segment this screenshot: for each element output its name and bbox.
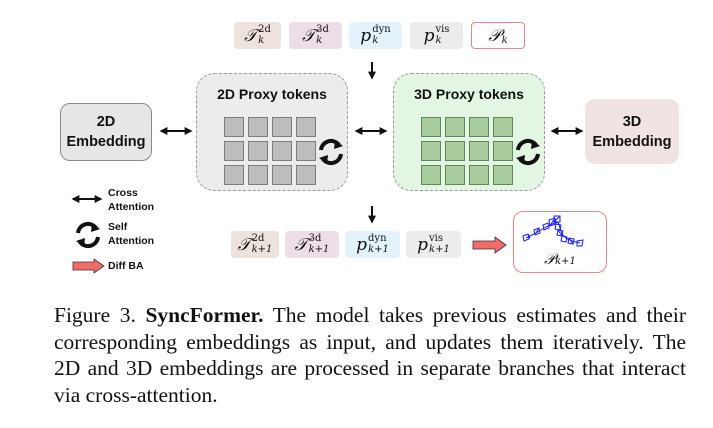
proxy-token xyxy=(421,165,441,185)
symbol: 𝒫 xyxy=(488,25,501,46)
proxy-3d-title: 3D Proxy tokens xyxy=(414,86,524,102)
proxy-token xyxy=(224,165,244,185)
proxy-token xyxy=(272,165,292,185)
proxy-2d-title: 2D Proxy tokens xyxy=(217,86,327,102)
proxy-token xyxy=(469,117,489,137)
superscript: vis xyxy=(435,24,450,35)
legend-cross-attention-arrow-icon xyxy=(71,195,103,203)
self-attention-icon xyxy=(516,138,540,166)
caption-body: The model takes previous estimates and t… xyxy=(54,303,686,407)
proxy-token xyxy=(248,141,268,161)
embedding-2d-box: 2D Embedding xyxy=(60,103,152,161)
superscript: dyn xyxy=(372,24,391,35)
proxy-token xyxy=(272,117,292,137)
input-down-arrow xyxy=(368,62,376,80)
proxy-token xyxy=(296,165,316,185)
subscript: k+1 xyxy=(368,244,389,255)
embedding-2d-line1: 2D xyxy=(96,114,116,130)
proxy-token xyxy=(469,141,489,161)
subscript: k+1 xyxy=(251,244,273,255)
proxy-token xyxy=(248,117,268,137)
legend-self-attention: Self Attention xyxy=(108,220,154,248)
subscript: k+1 xyxy=(308,244,330,255)
superscript: 2d xyxy=(251,233,265,244)
cross-attention-arrow-3d xyxy=(550,127,584,135)
cross-attention-arrow-center xyxy=(354,127,388,135)
proxy-3d-token-grid xyxy=(421,117,513,185)
symbol: 𝒫 xyxy=(544,250,555,268)
symbol: 𝒯 xyxy=(294,234,308,255)
symbol: p xyxy=(356,234,368,255)
proxy-token xyxy=(248,165,268,185)
subscript: k+1 xyxy=(555,256,576,267)
camera-trajectory-icon xyxy=(522,215,584,247)
superscript: 3d xyxy=(316,24,329,35)
proxy-token xyxy=(296,141,316,161)
proxy-token xyxy=(493,165,513,185)
self-attention-icon xyxy=(319,138,343,166)
embedding-3d-line2: Embedding xyxy=(592,133,672,150)
embedding-3d-box: 3D Embedding xyxy=(585,99,679,164)
proxy-token xyxy=(296,117,316,137)
superscript: dyn xyxy=(368,233,387,244)
proxy-token xyxy=(445,117,465,137)
subscript: k xyxy=(316,35,323,46)
caption-title: SyncFormer. xyxy=(145,303,264,327)
proxy-token xyxy=(469,165,489,185)
legend-cross-line1: Cross xyxy=(108,187,138,199)
proxy-token xyxy=(272,141,292,161)
output-cameras-box: 𝒫k+1 xyxy=(513,211,607,273)
symbol: 𝒯 xyxy=(302,25,316,46)
figure-caption: Figure 3. SyncFormer. The model takes pr… xyxy=(54,302,686,408)
legend-diff-ba: Diff BA xyxy=(108,260,144,272)
proxy-token xyxy=(445,141,465,161)
diff-ba-arrow-icon xyxy=(472,236,507,254)
legend-self-attention-icon xyxy=(76,221,100,249)
proxy-token xyxy=(224,117,244,137)
symbol: p xyxy=(417,234,429,255)
symbol: p xyxy=(360,25,372,46)
subscript: k xyxy=(501,34,508,46)
input-P-k: 𝒫 k xyxy=(471,22,525,49)
legend-self-line1: Self xyxy=(108,221,128,233)
subscript: k xyxy=(372,35,379,46)
output-cameras-label: 𝒫k+1 xyxy=(514,250,606,268)
proxy-token xyxy=(445,165,465,185)
symbol: p xyxy=(423,25,435,46)
legend-cross-line2: Attention xyxy=(108,201,155,213)
superscript: 2d xyxy=(258,24,271,35)
proxy-token xyxy=(421,117,441,137)
superscript: vis xyxy=(429,233,444,244)
proxy-tokens-2d-panel: 2D Proxy tokens xyxy=(196,73,348,191)
proxy-tokens-3d-panel: 3D Proxy tokens xyxy=(393,73,545,191)
proxy-token xyxy=(493,141,513,161)
legend-diff-ba-arrow-icon xyxy=(72,258,105,274)
subscript: k xyxy=(258,35,265,46)
legend-self-line2: Attention xyxy=(108,235,155,247)
output-down-arrow xyxy=(368,206,376,224)
superscript: 3d xyxy=(308,233,322,244)
proxy-2d-token-grid xyxy=(224,117,316,185)
subscript: k+1 xyxy=(429,244,450,255)
embedding-2d-line2: Embedding xyxy=(66,134,146,150)
subscript: k xyxy=(435,35,442,46)
proxy-token xyxy=(224,141,244,161)
caption-prefix: Figure 3. xyxy=(54,303,136,327)
proxy-token xyxy=(493,117,513,137)
embedding-3d-line1: 3D xyxy=(622,113,642,130)
legend-cross-attention: Cross Attention xyxy=(108,186,154,214)
proxy-token xyxy=(421,141,441,161)
symbol: 𝒯 xyxy=(244,25,258,46)
cross-attention-arrow-2d xyxy=(159,127,193,135)
symbol: 𝒯 xyxy=(237,234,251,255)
